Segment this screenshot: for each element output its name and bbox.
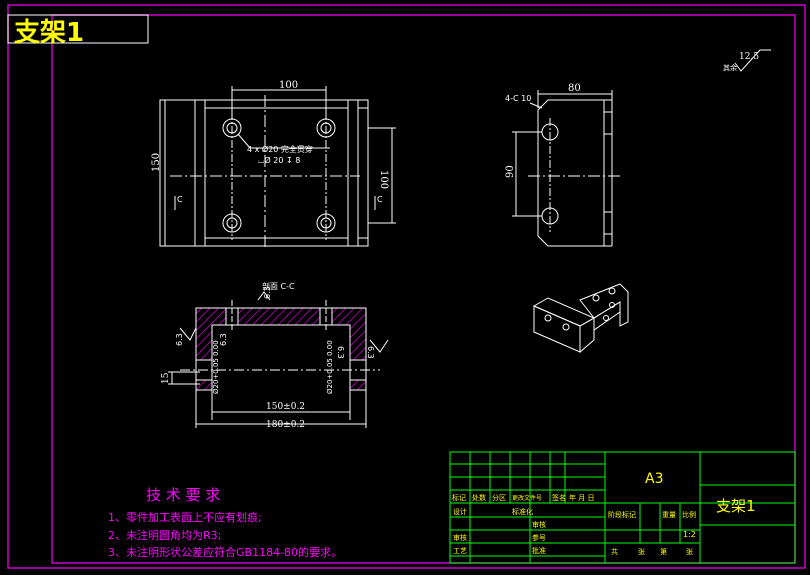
sheet-label-2: 第 — [660, 547, 667, 556]
requirements-heading: 技 术 要 求 — [146, 486, 220, 504]
left-label-1: 审核 — [453, 533, 467, 542]
section-rough-right: 6.3 — [336, 346, 345, 359]
mid-label-1: 审核 — [532, 520, 546, 529]
section-view — [168, 291, 389, 428]
stage-label-0: 阶段标记 — [608, 510, 636, 519]
mid-label-0: 标准化 — [512, 507, 533, 516]
requirement-item-3: 3、未注明形状公差应符合GB1184-80的要求。 — [108, 545, 342, 559]
row-mark-4: 签名 — [552, 493, 566, 502]
title-block — [449, 451, 796, 564]
side-view — [512, 90, 620, 247]
front-section-mark-right: C — [377, 195, 383, 204]
side-dim-top: 80 — [568, 83, 581, 94]
requirement-item-1: 1、零件加工表面上不应有划痕; — [108, 510, 262, 524]
row-mark-1: 处数 — [472, 493, 486, 502]
section-rough-top: 6.3 — [263, 286, 272, 299]
sheet-label-3: 张 — [686, 547, 693, 556]
sheet-border — [7, 4, 806, 569]
section-label: 剖面 C-C — [262, 281, 295, 291]
front-view — [159, 86, 396, 250]
front-dim-top: 100 — [279, 80, 298, 91]
title-block-part-name: 支架1 — [716, 497, 756, 515]
drawing-title: 支架1 — [14, 18, 84, 48]
stage-label-2: 比例 — [682, 510, 696, 519]
side-dim-left: 90 — [505, 165, 516, 178]
sheet-label-0: 共 — [611, 547, 618, 556]
mid-label-2: 批准 — [532, 546, 546, 555]
stage-label-1: 重量 — [662, 511, 676, 519]
section-dim-inner: 150±0.2 — [266, 402, 305, 412]
sheet-label-1: 张 — [638, 547, 645, 556]
roughness-value: 12.5 — [739, 52, 759, 62]
side-chamfer: 4-C 10 — [505, 94, 531, 103]
section-dim-15: 15 — [161, 372, 171, 384]
title-box — [7, 14, 149, 44]
roughness-note: 其余 — [723, 63, 737, 72]
front-dim-right: 100 — [378, 170, 389, 189]
front-dim-left: 150 — [151, 153, 162, 172]
section-bore-right: Ø20+0.05 0.00 — [326, 340, 334, 394]
title-block-format: A3 — [645, 471, 663, 487]
left-label-2: 工艺 — [453, 547, 467, 555]
section-rough-rr: 6.3 — [366, 346, 375, 359]
front-hole-note-2: ⌴Ø 20 ↧ 8 — [258, 155, 300, 165]
drawing-frame — [51, 14, 796, 564]
section-bore-left: Ø20+0.05 0.00 — [212, 340, 220, 394]
requirement-item-2: 2、未注明圆角均为R3; — [108, 528, 221, 542]
title-block-scale: 1:2 — [683, 530, 696, 539]
row-mark-2: 分区 — [492, 493, 506, 502]
row-mark-3: 更改文件号 — [512, 494, 542, 502]
section-dim-outer: 180±0.2 — [266, 420, 305, 430]
front-section-mark-left: C — [177, 195, 183, 204]
row-mark-5: 年 月 日 — [569, 493, 594, 502]
left-label-0: 设计 — [453, 507, 467, 516]
row-mark-0: 标记 — [452, 493, 466, 502]
section-rough-left: 6.3 — [219, 333, 228, 346]
front-hole-note-1: 4 x Ø20 完全贯穿 — [247, 144, 313, 154]
section-rough-ll: 6.3 — [175, 333, 184, 346]
extra-label: 参号 — [532, 533, 546, 542]
roughness-symbol — [734, 49, 771, 72]
isometric-view — [532, 283, 629, 354]
